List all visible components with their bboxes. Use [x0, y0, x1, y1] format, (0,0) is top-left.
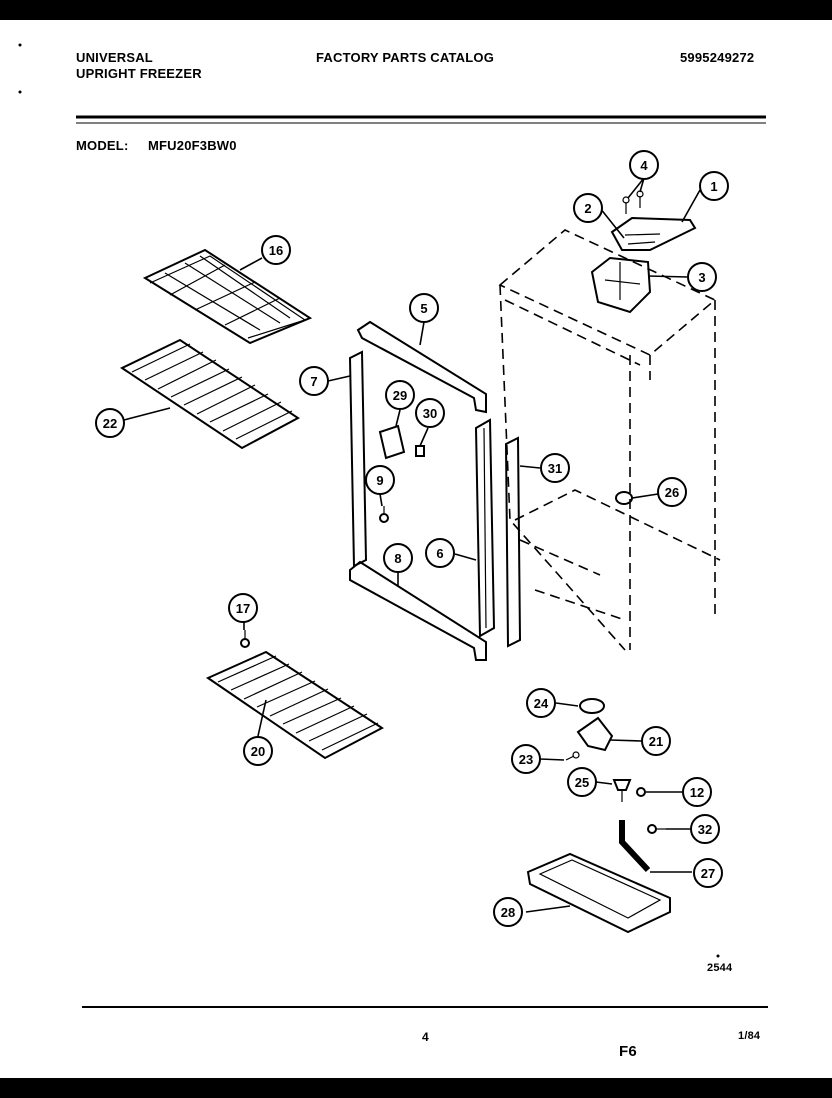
svg-text:21: 21	[649, 734, 663, 749]
callout-22: 22	[95, 408, 125, 438]
screw-part-9	[379, 506, 389, 523]
callout-9: 9	[365, 465, 395, 495]
callout-24: 24	[526, 688, 556, 718]
callout-12: 12	[682, 777, 712, 807]
svg-text:23: 23	[519, 752, 533, 767]
svg-text:12: 12	[690, 785, 704, 800]
callout-32: 32	[690, 814, 720, 844]
gasket-part-8	[349, 560, 487, 661]
callout-7: 7	[299, 366, 329, 396]
svg-text:4: 4	[640, 158, 648, 173]
svg-text:30: 30	[423, 406, 437, 421]
callout-2: 2	[573, 193, 603, 223]
screw-part-23	[565, 751, 580, 761]
margin-mark	[18, 90, 22, 94]
drain-part-24	[579, 698, 605, 714]
shelf-part-22	[119, 338, 300, 450]
brand-line-2: UPRIGHT FREEZER	[76, 66, 202, 81]
svg-text:9: 9	[376, 473, 383, 488]
svg-text:27: 27	[701, 866, 715, 881]
screw-part-17	[240, 630, 250, 648]
top-border-bar	[0, 0, 832, 20]
catalog-title: FACTORY PARTS CATALOG	[316, 50, 495, 65]
switch-part-29	[378, 424, 406, 460]
gasket-part-6	[474, 418, 496, 638]
model-value: MFU20F3BW0	[148, 138, 237, 153]
svg-text:16: 16	[269, 243, 283, 258]
callout-17: 17	[228, 593, 258, 623]
svg-text:6: 6	[436, 546, 443, 561]
brand-line-1: UNIVERSAL	[76, 50, 153, 65]
plug-part-26	[615, 491, 633, 505]
callout-30: 30	[415, 398, 445, 428]
svg-text:32: 32	[698, 822, 712, 837]
svg-text:29: 29	[393, 388, 407, 403]
hose-part-27	[619, 820, 651, 873]
callout-16: 16	[261, 235, 291, 265]
screw-part-12	[636, 787, 646, 797]
callout-1: 1	[699, 171, 729, 201]
shelf-part-20	[205, 650, 384, 760]
leader-lines	[123, 177, 701, 913]
svg-text:28: 28	[501, 905, 515, 920]
bottom-border-bar	[0, 1078, 832, 1098]
svg-text:22: 22	[103, 416, 117, 431]
gasket-part-7	[348, 350, 368, 568]
callout-3: 3	[687, 262, 717, 292]
callout-6: 6	[425, 538, 455, 568]
svg-text:2: 2	[584, 201, 591, 216]
callout-4: 4	[629, 150, 659, 180]
gasket-part-5	[356, 320, 487, 414]
svg-text:17: 17	[236, 601, 250, 616]
catalog-date: 1/84	[738, 1030, 761, 1042]
callout-29: 29	[385, 380, 415, 410]
callout-31: 31	[540, 453, 570, 483]
svg-text:3: 3	[698, 270, 705, 285]
callout-21: 21	[641, 726, 671, 756]
hinge-assembly	[590, 190, 697, 314]
drain-pan-part-28	[526, 852, 671, 934]
strip-part-31	[504, 436, 522, 648]
margin-mark	[18, 43, 22, 47]
callout-8: 8	[383, 543, 413, 573]
page-number: 4	[422, 1030, 429, 1044]
svg-text:20: 20	[251, 744, 265, 759]
margin-mark	[716, 954, 720, 958]
callout-27: 27	[693, 858, 723, 888]
catalog-number: 5995249272	[680, 50, 755, 65]
svg-text:1: 1	[710, 179, 717, 194]
svg-text:5: 5	[420, 301, 427, 316]
svg-text:25: 25	[575, 775, 589, 790]
svg-text:7: 7	[310, 374, 317, 389]
shelf-part-16	[142, 248, 313, 345]
screw-part-32	[647, 824, 666, 834]
reference-code: 2544	[707, 962, 733, 974]
callout-23: 23	[511, 744, 541, 774]
svg-text:26: 26	[665, 485, 679, 500]
drain-part-21	[576, 716, 614, 752]
section-code: F6	[619, 1043, 637, 1060]
part-30	[415, 445, 425, 457]
model-label: MODEL:	[76, 138, 129, 153]
brand-block: UNIVERSAL UPRIGHT FREEZER	[76, 50, 202, 82]
cabinet-outline	[498, 229, 721, 651]
callout-25: 25	[567, 767, 597, 797]
svg-text:24: 24	[534, 696, 549, 711]
callout-5: 5	[409, 293, 439, 323]
svg-text:8: 8	[394, 551, 401, 566]
fitting-part-25	[612, 779, 632, 802]
svg-text:31: 31	[548, 461, 562, 476]
callout-28: 28	[493, 897, 523, 927]
callout-26: 26	[657, 477, 687, 507]
callout-20: 20	[243, 736, 273, 766]
